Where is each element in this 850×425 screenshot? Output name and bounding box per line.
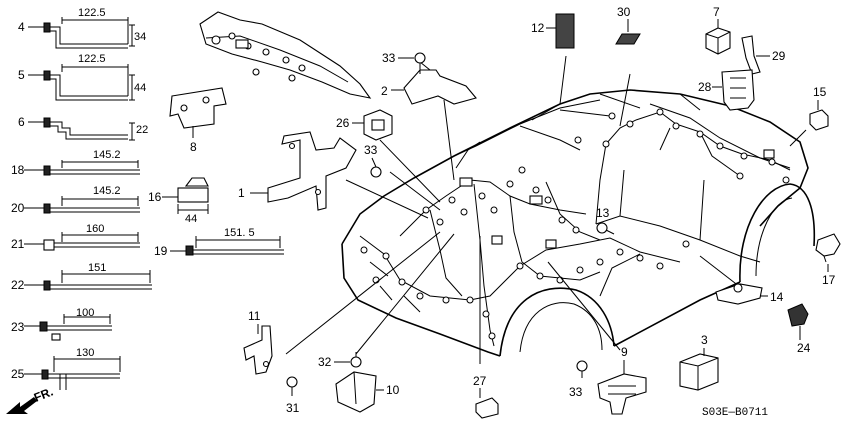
callout-5: 5 bbox=[18, 68, 25, 82]
clip-22: 151 bbox=[43, 262, 152, 291]
callout-22: 22 bbox=[11, 278, 25, 292]
clip-15: 15 bbox=[809, 85, 829, 131]
bracket-11: 11 bbox=[243, 309, 273, 375]
clip-25: 130 bbox=[41, 347, 121, 390]
bracket-9: 9 bbox=[597, 345, 647, 415]
bracket-2: 2 bbox=[381, 61, 477, 105]
clip-27: 27 bbox=[473, 374, 499, 419]
bolt-33-middle: 33 bbox=[364, 143, 382, 178]
front-direction-arrow: FR. bbox=[6, 385, 55, 414]
pad-30: 30 bbox=[615, 5, 641, 45]
bolt-32: 32 bbox=[318, 352, 362, 369]
callout-31: 31 bbox=[286, 401, 300, 415]
dim-23-length: 100 bbox=[76, 307, 94, 319]
callout-6: 6 bbox=[18, 115, 25, 129]
callout-2: 2 bbox=[381, 84, 388, 98]
callout-33-middle: 33 bbox=[364, 143, 378, 157]
dim-4-length: 122.5 bbox=[78, 7, 106, 19]
callout-26: 26 bbox=[336, 116, 350, 130]
bracket-8: 8 bbox=[169, 87, 227, 154]
clip-4: 122.5 34 bbox=[43, 7, 146, 49]
callout-27: 27 bbox=[473, 374, 487, 388]
bracket-28: 28 bbox=[698, 69, 755, 111]
clip-6: 22 bbox=[43, 117, 148, 141]
clip-24: 24 bbox=[787, 303, 811, 355]
bolt-33-top: 33 bbox=[382, 51, 426, 74]
dim-16-length: 44 bbox=[185, 213, 197, 225]
callout-11: 11 bbox=[248, 309, 261, 323]
callout-19: 19 bbox=[154, 244, 168, 258]
bolt-13: 13 bbox=[596, 206, 615, 235]
dim-20-length: 145.2 bbox=[93, 185, 121, 197]
bolt-31: 31 bbox=[286, 376, 300, 415]
callout-8: 8 bbox=[190, 140, 197, 154]
callout-21: 21 bbox=[11, 237, 25, 251]
dim-25-length: 130 bbox=[76, 347, 94, 359]
clip-20: 145.2 bbox=[43, 185, 140, 214]
pad-12: 12 bbox=[531, 13, 575, 49]
bolt-33-bottom: 33 bbox=[569, 360, 588, 399]
clip-18: 145.2 bbox=[43, 149, 140, 176]
dim-6-height: 22 bbox=[136, 124, 148, 136]
strap-29: 29 bbox=[741, 35, 786, 75]
callout-30: 30 bbox=[617, 5, 631, 19]
bracket-14: 14 bbox=[715, 283, 784, 305]
callout-12: 12 bbox=[531, 21, 545, 35]
callout-7: 7 bbox=[713, 5, 720, 19]
cover-10: 10 bbox=[335, 371, 400, 413]
callout-23: 23 bbox=[11, 320, 25, 334]
connector-26: 26 bbox=[336, 109, 393, 141]
bracket-1: 1 bbox=[238, 131, 357, 211]
box-3: 3 bbox=[679, 333, 719, 391]
clip-5: 122.5 44 bbox=[43, 53, 146, 101]
clip-19: 19 151. 5 bbox=[154, 227, 284, 258]
callout-13: 13 bbox=[596, 206, 610, 220]
dim-5-height: 44 bbox=[134, 82, 146, 94]
callout-1: 1 bbox=[238, 186, 245, 200]
clip-23: 100 bbox=[39, 307, 112, 341]
dim-4-height: 34 bbox=[134, 31, 146, 43]
dim-19-length: 151. 5 bbox=[224, 227, 255, 239]
dim-18-length: 145.2 bbox=[93, 149, 121, 161]
callout-10: 10 bbox=[386, 383, 400, 397]
callout-4: 4 bbox=[18, 20, 25, 34]
clip-17: 17 bbox=[815, 233, 841, 287]
main-harness bbox=[359, 108, 791, 347]
callout-9: 9 bbox=[621, 345, 628, 359]
dim-21-length: 160 bbox=[86, 223, 104, 235]
relay-7: 7 bbox=[705, 5, 731, 55]
callout-15: 15 bbox=[813, 85, 827, 99]
front-direction-label: FR. bbox=[32, 385, 55, 405]
callout-32: 32 bbox=[318, 355, 332, 369]
callout-28: 28 bbox=[698, 80, 712, 94]
callout-20: 20 bbox=[11, 201, 25, 215]
callout-25: 25 bbox=[11, 367, 25, 381]
callout-29: 29 bbox=[772, 49, 786, 63]
callout-16: 16 bbox=[148, 190, 162, 204]
dim-22-length: 151 bbox=[88, 262, 106, 274]
callout-14: 14 bbox=[770, 290, 784, 304]
callout-33-bottom: 33 bbox=[569, 385, 583, 399]
diagram-code: S03E—B0711 bbox=[702, 407, 768, 419]
clip-21: 160 bbox=[43, 223, 140, 251]
callout-3: 3 bbox=[701, 333, 708, 347]
clip-16: 16 44 bbox=[148, 177, 209, 225]
callout-18: 18 bbox=[11, 163, 25, 177]
callout-17: 17 bbox=[822, 273, 836, 287]
dashboard-harness bbox=[199, 11, 372, 99]
dim-5-length: 122.5 bbox=[78, 53, 106, 65]
callout-24: 24 bbox=[797, 341, 811, 355]
callout-33-top: 33 bbox=[382, 51, 396, 65]
